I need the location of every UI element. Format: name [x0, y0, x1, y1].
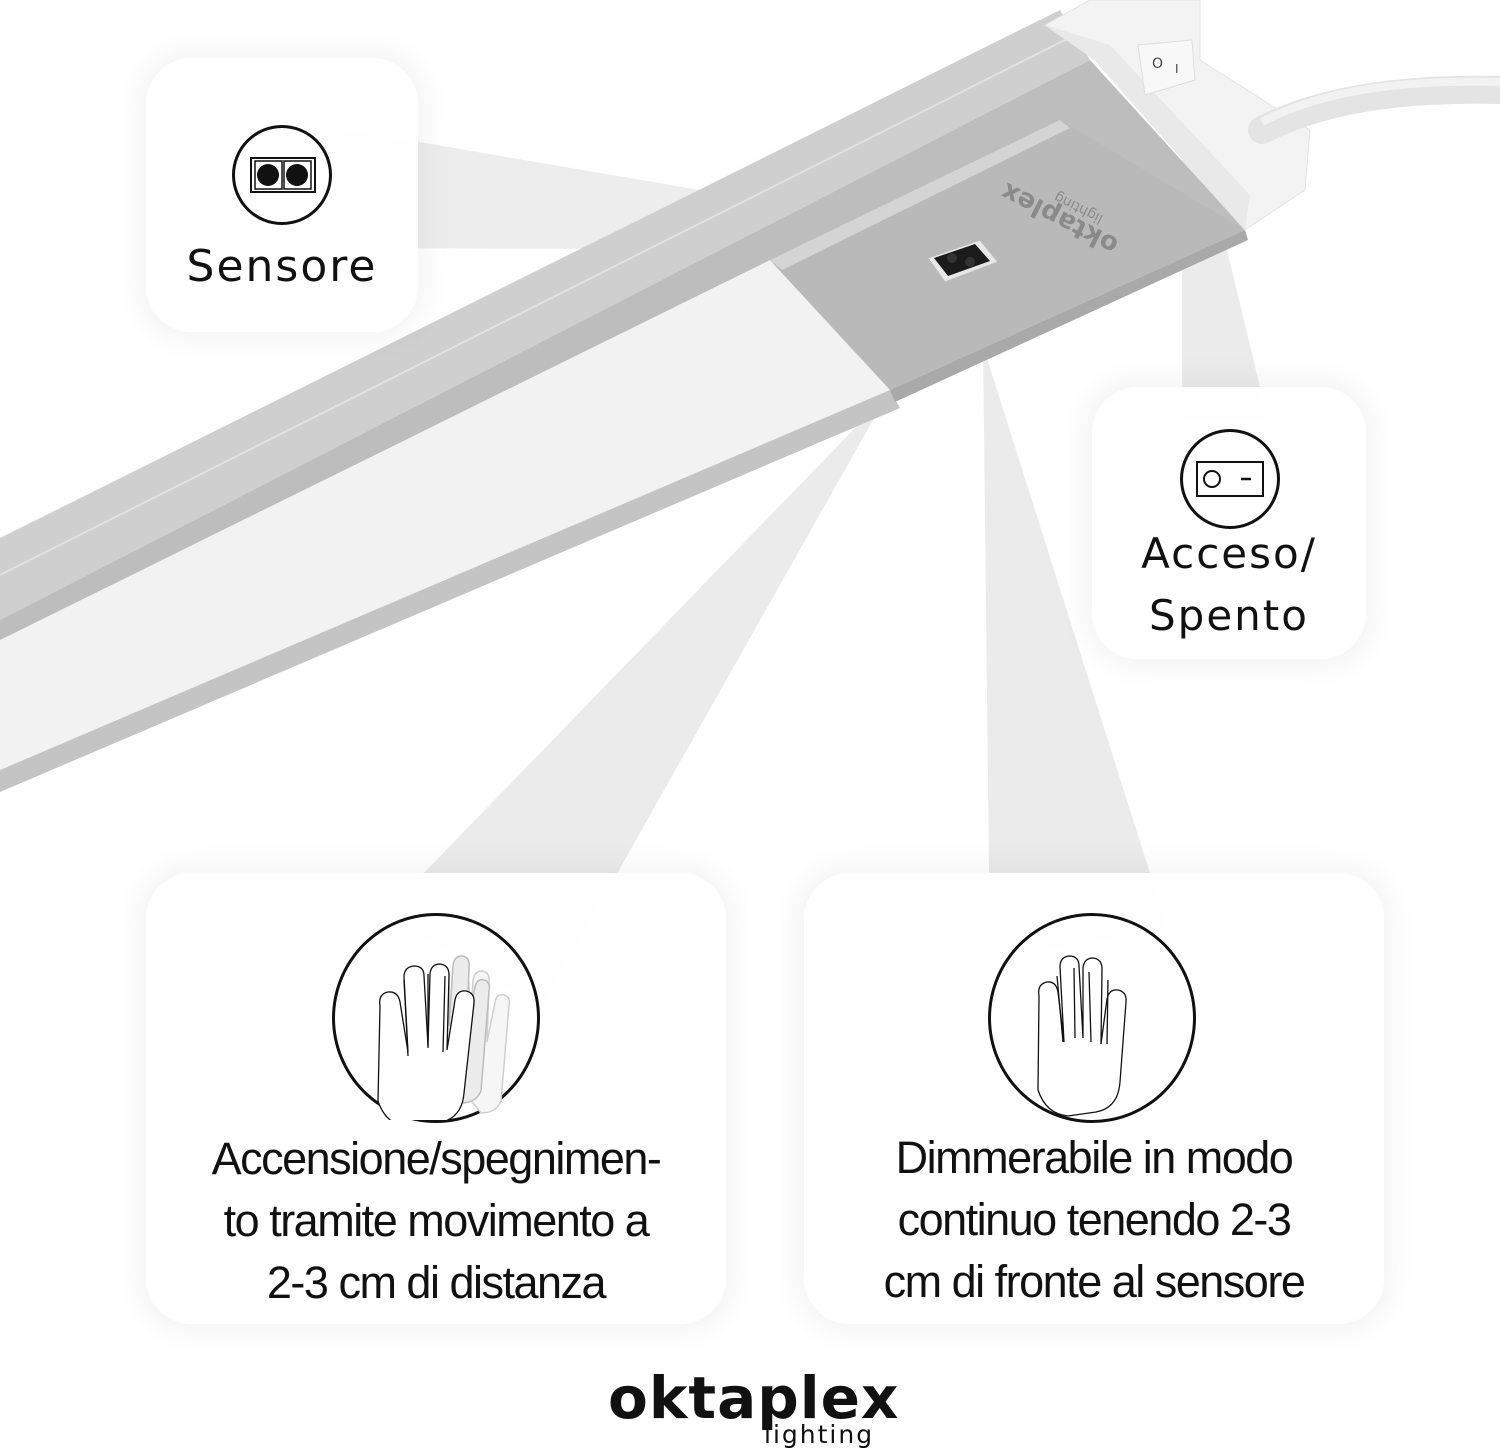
power-cable [1248, 75, 1500, 144]
waving-hand-icon [332, 913, 540, 1123]
sensor-plate [770, 120, 1245, 390]
switch-label-line1: Acceso/ [1141, 529, 1317, 578]
callout-card-wave-gesture: Accensione/spegnimen- to tramite movimen… [146, 873, 726, 1324]
ray-to-wave-card [385, 305, 938, 1010]
wave-line-1: Accensione/spegnimen- [211, 1133, 662, 1184]
proximity-sensor-icon [232, 125, 332, 225]
end-cap: O I [1044, 0, 1311, 231]
hold-line-1: Dimmerabile in modo [895, 1132, 1294, 1183]
ray-to-hold-card [972, 311, 1168, 960]
hold-line-2: continuo tenendo 2-3 [897, 1194, 1292, 1245]
callout-card-sensor: Sensore [146, 58, 418, 332]
hold-line-3: cm di fronte al sensore [883, 1256, 1306, 1307]
callout-card-switch: Acceso/ Spento [1092, 387, 1366, 659]
callout-card-hold-gesture: Dimmerabile in modo continuo tenendo 2-3… [804, 873, 1384, 1324]
rocker-switch-icon [1180, 429, 1280, 529]
sensor-window [927, 239, 999, 283]
wave-line-2: to tramite movimento a [223, 1195, 650, 1246]
switch-off-mark: O [1152, 56, 1163, 72]
wave-line-3: 2-3 cm di distanza [266, 1257, 607, 1308]
switch-label-line2: Spento [1149, 591, 1309, 640]
sensor-label: Sensore [186, 241, 378, 292]
brand-logo: oktaplex lighting [608, 1364, 898, 1450]
hold-description: Dimmerabile in modo continuo tenendo 2-3… [804, 1127, 1384, 1313]
wave-description: Accensione/spegnimen- to tramite movimen… [146, 1128, 726, 1314]
light-bar: oktaplex lighting [0, 10, 1248, 792]
brand-logo-word: oktaplex [608, 1364, 900, 1432]
rocker-switch [1137, 39, 1196, 96]
raised-hand-icon [988, 913, 1196, 1123]
brand-logo-sub: lighting [764, 1420, 875, 1449]
switch-on-mark: I [1175, 62, 1179, 76]
switch-label: Acceso/ Spento [1092, 523, 1366, 647]
ray-to-switch-card [1182, 105, 1268, 420]
